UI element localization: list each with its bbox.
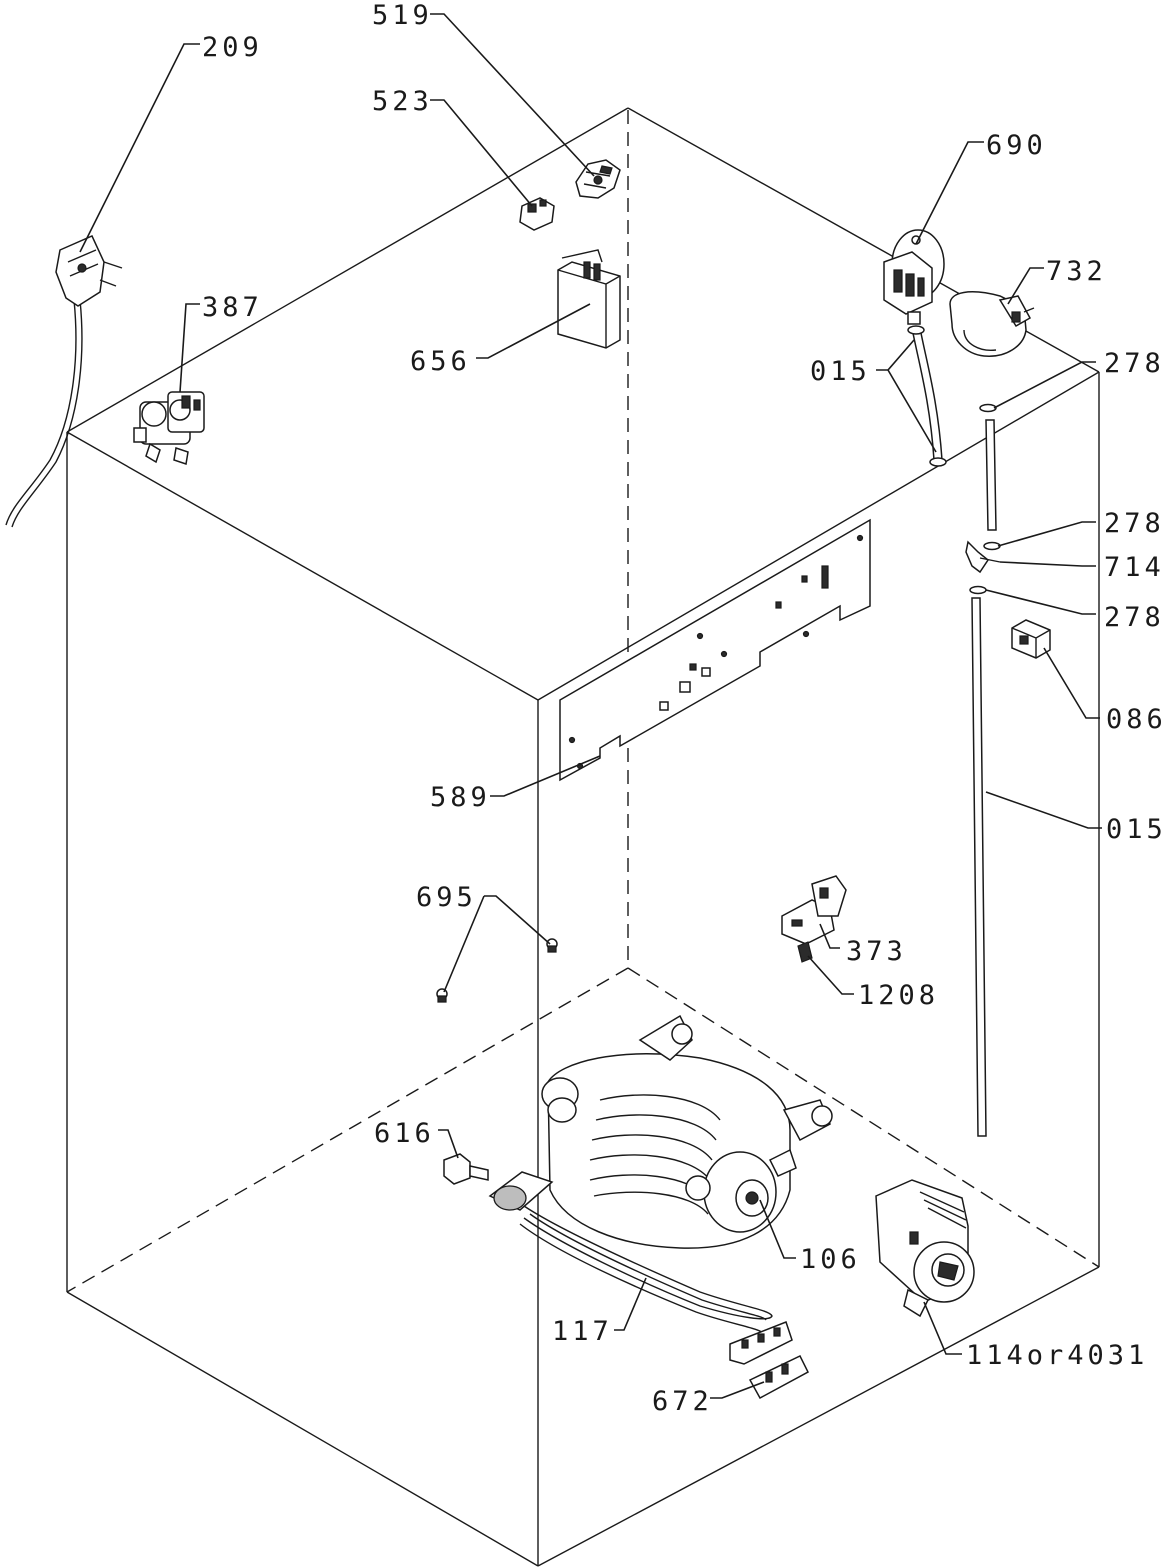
label-373: 373 [846,936,907,967]
label-015-right: 015 [1106,814,1167,845]
control-board-589-icon [559,518,871,782]
suppressor-656-icon [557,249,621,349]
label-387: 387 [202,292,263,323]
bracket-519-icon [575,159,621,199]
label-656: 656 [410,346,471,377]
pressure-switch-690-icon [883,229,945,325]
part-labels: 209 519 523 690 732 387 656 015 278 278 … [202,0,1167,1417]
leader-lines [79,13,1102,1399]
label-732: 732 [1046,256,1107,287]
label-523: 523 [372,86,433,117]
terminal-672-icon [748,1355,809,1400]
label-1208: 1208 [858,980,939,1011]
label-695: 695 [416,882,477,913]
label-117: 117 [552,1316,613,1347]
label-209: 209 [202,32,263,63]
label-589: 589 [430,782,491,813]
label-278-a: 278 [1104,348,1165,379]
label-114or4031: 114or4031 [966,1340,1148,1371]
drain-pump-icon [875,1179,975,1318]
label-616: 616 [374,1118,435,1149]
label-015-top: 015 [810,356,871,387]
connector-086-icon [1011,619,1051,659]
label-278-c: 278 [1104,602,1165,633]
hose-015-top-icon [907,325,947,467]
label-690: 690 [986,130,1047,161]
screws-695-icon [436,938,558,1003]
pressure-chamber-732-icon [949,291,1035,357]
power-plug-icon [5,235,123,528]
clip-523-icon [519,197,555,231]
label-519: 519 [372,0,433,31]
label-672: 672 [652,1386,713,1417]
label-714: 714 [1104,552,1165,583]
door-lock-373-icon [781,875,847,963]
label-086: 086 [1106,704,1167,735]
sensor-616-icon [443,1153,489,1185]
label-278-b: 278 [1104,508,1165,539]
cabinet-hidden-edges [66,110,1100,1293]
label-106: 106 [800,1244,861,1275]
hose-assembly-right-icon [965,403,1001,1137]
inlet-valve-icon [133,391,205,465]
heater-117-icon [488,1171,793,1365]
cabinet-outline [66,107,1100,1567]
motor-106-icon [541,1014,833,1249]
